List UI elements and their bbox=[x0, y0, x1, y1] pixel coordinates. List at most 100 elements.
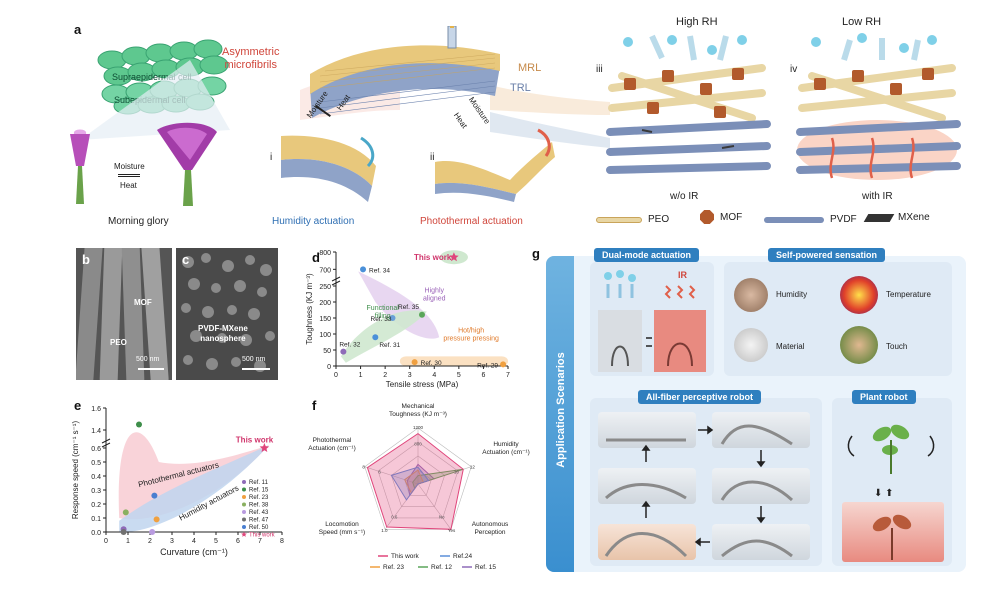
region-hot-pressing bbox=[399, 356, 508, 366]
legend-label: This work bbox=[249, 533, 276, 539]
peo-swatch-icon bbox=[596, 216, 642, 223]
touch-sensor-image bbox=[840, 326, 878, 364]
y-tick-label: 0 bbox=[327, 364, 331, 371]
dual-mode-title: Dual-mode actuation bbox=[594, 248, 700, 262]
humidity-actuator-illustration bbox=[281, 135, 376, 202]
data-point bbox=[372, 334, 379, 341]
data-point bbox=[340, 348, 347, 355]
legend-label: Ref. 23 bbox=[249, 495, 269, 501]
legend-marker bbox=[242, 502, 246, 507]
y-axis-label: Toughness (KJ m⁻³) bbox=[305, 273, 314, 345]
data-point bbox=[149, 529, 156, 535]
scale-bar-c bbox=[242, 368, 270, 370]
y-tick-label: 100 bbox=[319, 332, 331, 339]
legend-label: Ref. 43 bbox=[249, 510, 269, 516]
radar-mid-label: 6 bbox=[378, 470, 381, 475]
temperature-label: Temperature bbox=[886, 290, 931, 299]
x-tick-label: 2 bbox=[383, 372, 387, 379]
y-tick-label: 0.5 bbox=[91, 460, 101, 467]
radar-legend-label: This work bbox=[391, 553, 420, 560]
data-point-label: Ref. 34 bbox=[369, 267, 390, 274]
radar-max-label: 8 bbox=[362, 464, 365, 469]
data-point bbox=[389, 315, 396, 321]
high-rh-structure-illustration bbox=[606, 34, 771, 174]
dual-mode-illustration bbox=[598, 270, 706, 372]
data-point-label: This work bbox=[414, 253, 452, 262]
data-point bbox=[122, 509, 129, 516]
legend-label: Ref. 11 bbox=[249, 480, 269, 486]
radar-axis-title: Humidity bbox=[493, 441, 519, 448]
data-point-label: Ref. 31 bbox=[379, 342, 400, 349]
radar-max-label: 1200 bbox=[413, 425, 424, 430]
plant-robot-top-illustration bbox=[847, 424, 935, 474]
mxene-swatch-icon bbox=[863, 213, 895, 222]
sub-label-iv: iv bbox=[790, 64, 798, 75]
legend-mof-label: MOF bbox=[720, 211, 743, 223]
radar-series bbox=[390, 466, 430, 501]
radar-max-label: Yes bbox=[448, 528, 456, 533]
radar-mid-label: No bbox=[439, 515, 445, 520]
panel-c-letter: c bbox=[182, 252, 190, 267]
legend-marker bbox=[242, 517, 246, 522]
radar-max-label: 12 bbox=[470, 464, 476, 469]
legend-marker bbox=[242, 525, 246, 529]
radar-grid bbox=[377, 441, 459, 519]
data-point-label: Ref. 35 bbox=[398, 304, 419, 311]
y-tick-label: 0.3 bbox=[91, 488, 101, 495]
legend-label: Ref. 47 bbox=[249, 518, 269, 524]
x-tick-label: 1 bbox=[126, 538, 130, 545]
material-sensor-image bbox=[734, 328, 768, 362]
trl-label: TRL bbox=[510, 82, 531, 94]
region-label-hot-pressing: pressure pressing bbox=[443, 335, 499, 342]
humidity-actuation-label: Humidity actuation bbox=[272, 216, 355, 227]
plant-robot-arrows-icon: ⬇ ⬆ bbox=[874, 488, 894, 499]
panel-g-letter: g bbox=[532, 246, 540, 261]
x-tick-label: 4 bbox=[192, 538, 196, 545]
data-point bbox=[153, 516, 160, 523]
legend-label: Ref. 38 bbox=[249, 503, 269, 509]
data-point bbox=[500, 361, 507, 368]
sem-image-b: b MOF PEO 500 nm bbox=[76, 248, 172, 380]
radar-grid bbox=[364, 427, 472, 530]
pvdf-swatch-icon bbox=[764, 216, 824, 223]
radar-legend-label: Ref.24 bbox=[453, 553, 473, 560]
legend-mof: MOF bbox=[700, 210, 742, 224]
panel-d-letter: d bbox=[312, 250, 320, 265]
humidity-label: Humidity bbox=[776, 290, 808, 299]
mof-label: MOF bbox=[134, 298, 152, 307]
plant-robot-title: Plant robot bbox=[852, 390, 916, 404]
photothermal-actuation-label: Photothermal actuation bbox=[420, 216, 523, 227]
data-point-label: Ref. 33 bbox=[371, 316, 392, 323]
y-tick-label: 1.6 bbox=[91, 406, 101, 413]
data-point bbox=[419, 311, 425, 318]
application-scenarios-label: Application Scenarios bbox=[555, 352, 567, 468]
sem-image-c: c PVDF-MXene nanosphere 500 nm bbox=[176, 248, 278, 380]
plant-robot-bottom-illustration bbox=[872, 514, 912, 560]
legend-marker bbox=[241, 531, 247, 537]
radar-legend-label: Ref. 23 bbox=[383, 564, 404, 571]
robot-sequence-arrows bbox=[604, 424, 794, 558]
region-label-highly-aligned: Highly bbox=[425, 287, 445, 294]
x-axis-label: Tensile stress (MPa) bbox=[386, 380, 459, 389]
robot-frame-5 bbox=[598, 524, 696, 560]
x-tick-label: 3 bbox=[170, 538, 174, 545]
legend-peo: PEO bbox=[596, 214, 669, 225]
x-tick-label: 5 bbox=[214, 538, 218, 545]
this-work-annotation: This work bbox=[236, 435, 274, 444]
data-point-this-work bbox=[259, 443, 270, 452]
axis-break-mark bbox=[101, 438, 111, 444]
x-tick-label: 3 bbox=[408, 372, 412, 379]
axis-break-mark bbox=[101, 442, 111, 448]
panel-f-letter: f bbox=[312, 398, 317, 413]
radar-axis-title: Photothermal bbox=[313, 437, 352, 444]
x-tick-label: 5 bbox=[457, 372, 461, 379]
data-point-label: Ref. 30 bbox=[421, 360, 442, 367]
axis-break-mark bbox=[331, 276, 341, 282]
radar-axis-title: Locomotion bbox=[325, 521, 359, 528]
open-flower-illustration bbox=[157, 122, 217, 206]
radar-mid-label: 800 bbox=[414, 442, 422, 447]
bud-flower-illustration bbox=[70, 129, 90, 204]
data-point-this-work bbox=[449, 252, 459, 262]
legend-marker bbox=[242, 510, 246, 514]
